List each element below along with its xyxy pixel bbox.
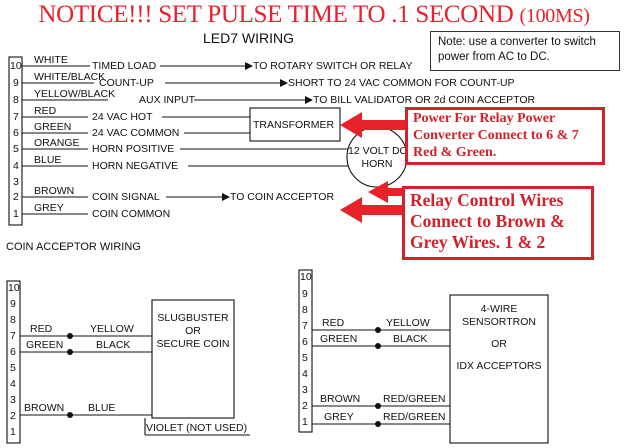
pin-number: 3 bbox=[10, 394, 16, 406]
transformer-label: TRANSFORMER bbox=[253, 119, 335, 131]
wire-color: GREEN bbox=[26, 339, 64, 351]
pin-number: 8 bbox=[13, 94, 19, 106]
slugbuster-box-label: SLUGBUSTER OR SECURE COIN bbox=[152, 312, 234, 351]
wire-color: BLACK bbox=[96, 339, 131, 351]
pin-number: 9 bbox=[10, 298, 16, 310]
box-line: SECURE COIN bbox=[156, 338, 230, 351]
pin-number: 3 bbox=[13, 176, 19, 188]
pin-number: 7 bbox=[10, 330, 16, 342]
wire-color: BLUE bbox=[34, 154, 62, 166]
notice-title: NOTICE!!! SET PULSE TIME TO .1 SECOND (1… bbox=[0, 2, 628, 27]
wire-function: COUNT-UP bbox=[99, 77, 154, 89]
horn-label: 12 VOLT DC HORN bbox=[348, 145, 408, 171]
pin-number: 10 bbox=[10, 60, 22, 72]
wire-destination: TO BILL VALIDATOR OR 2d COIN ACCEPTOR bbox=[313, 94, 536, 106]
led7-title: LED7 WIRING bbox=[203, 30, 295, 46]
pin-number: 6 bbox=[10, 346, 16, 358]
pin-number: 5 bbox=[10, 362, 16, 374]
wire-color: RED/GREEN bbox=[383, 411, 446, 423]
wire-color: RED bbox=[322, 317, 345, 329]
horn-line-2: HORN bbox=[361, 158, 393, 171]
pin-number: 2 bbox=[13, 191, 19, 203]
wire-color: WHITE/BLACK bbox=[34, 71, 106, 83]
wire-color: WHITE bbox=[34, 54, 68, 66]
box-line: OR bbox=[491, 338, 507, 351]
pin-number: 4 bbox=[13, 160, 19, 172]
wire-destination: SHORT TO 24 VAC COMMON FOR COUNT-UP bbox=[288, 77, 515, 89]
wire-color: RED bbox=[34, 105, 57, 117]
coin-acceptor-title: COIN ACCEPTOR WIRING bbox=[6, 241, 141, 253]
wire-color: RED bbox=[30, 323, 53, 335]
wire-function: AUX INPUT bbox=[139, 94, 196, 106]
wire-function: HORN POSITIVE bbox=[92, 143, 175, 155]
pin-number: 2 bbox=[302, 400, 308, 412]
box-line: IDX ACCEPTORS bbox=[456, 360, 542, 373]
sensortron-box-label: 4-WIRE SENSORTRON OR IDX ACCEPTORS bbox=[450, 303, 548, 374]
wire-color: BROWN bbox=[320, 393, 361, 405]
notice-small: (100MS) bbox=[519, 5, 590, 27]
pin-number: 5 bbox=[302, 352, 308, 364]
wire-color: BROWN bbox=[34, 185, 75, 197]
relay-callout: Relay Control Wires Connect to Brown & G… bbox=[402, 186, 594, 260]
red-arrows bbox=[340, 112, 405, 223]
wire-function: COIN COMMON bbox=[92, 208, 171, 220]
wire-color: YELLOW bbox=[90, 323, 134, 335]
pin-number: 4 bbox=[302, 368, 308, 380]
wire-color: RED/GREEN bbox=[383, 393, 446, 405]
pin-number: 6 bbox=[13, 127, 19, 139]
pin-number: 10 bbox=[8, 282, 20, 294]
wire-color: ORANGE bbox=[34, 137, 80, 149]
notice-main: NOTICE!!! SET PULSE TIME TO .1 SECOND bbox=[38, 1, 514, 28]
pin-number: 4 bbox=[10, 378, 16, 390]
pin-number: 1 bbox=[10, 426, 16, 438]
wire-function: COIN SIGNAL bbox=[92, 191, 160, 203]
wire-destination: TO COIN ACCEPTOR bbox=[230, 191, 335, 203]
wire-color: GREY bbox=[34, 202, 64, 214]
wire-color: BROWN bbox=[24, 402, 65, 414]
pin-number: 3 bbox=[302, 384, 308, 396]
violet-wire-label: VIOLET (NOT USED) bbox=[146, 422, 248, 434]
wire-color: BLUE bbox=[88, 402, 116, 414]
led7-connector bbox=[8, 56, 23, 226]
pin-number: 1 bbox=[302, 416, 308, 428]
box-line: SLUGBUSTER bbox=[157, 312, 229, 324]
pin-number: 10 bbox=[300, 271, 312, 283]
box-line: OR bbox=[185, 325, 201, 338]
pin-number: 1 bbox=[13, 208, 19, 220]
pin-number: 6 bbox=[302, 336, 308, 348]
note-box: Note: use a converter to switch power fr… bbox=[430, 31, 620, 71]
pin-number: 8 bbox=[10, 314, 16, 326]
box-line: 4-WIRE bbox=[480, 303, 518, 315]
pin-number: 9 bbox=[302, 288, 308, 300]
wire-function: TIMED LOAD bbox=[92, 60, 157, 72]
horn-line-1: 12 VOLT DC bbox=[348, 145, 408, 157]
wire-function: HORN NEGATIVE bbox=[92, 160, 179, 172]
wire-destination: TO ROTARY SWITCH OR RELAY bbox=[253, 60, 413, 72]
power-callout: Power For Relay Power Converter Connect … bbox=[405, 107, 605, 165]
wire-color: GREEN bbox=[320, 333, 358, 345]
pin-number: 8 bbox=[302, 304, 308, 316]
wire-color: YELLOW/BLACK bbox=[34, 88, 116, 100]
pin-number: 7 bbox=[13, 111, 19, 123]
wire-color: GREY bbox=[324, 411, 354, 423]
pin-number: 7 bbox=[302, 320, 308, 332]
wire-function: 24 VAC HOT bbox=[92, 111, 153, 123]
wire-color: BLACK bbox=[393, 333, 428, 345]
pin-number: 5 bbox=[13, 143, 19, 155]
pin-number: 2 bbox=[10, 410, 16, 422]
wire-color: GREEN bbox=[34, 121, 72, 133]
box-line: SENSORTRON bbox=[462, 316, 536, 329]
pin-number: 9 bbox=[13, 77, 19, 89]
wire-color: YELLOW bbox=[386, 317, 430, 329]
wire-function: 24 VAC COMMON bbox=[92, 127, 180, 139]
